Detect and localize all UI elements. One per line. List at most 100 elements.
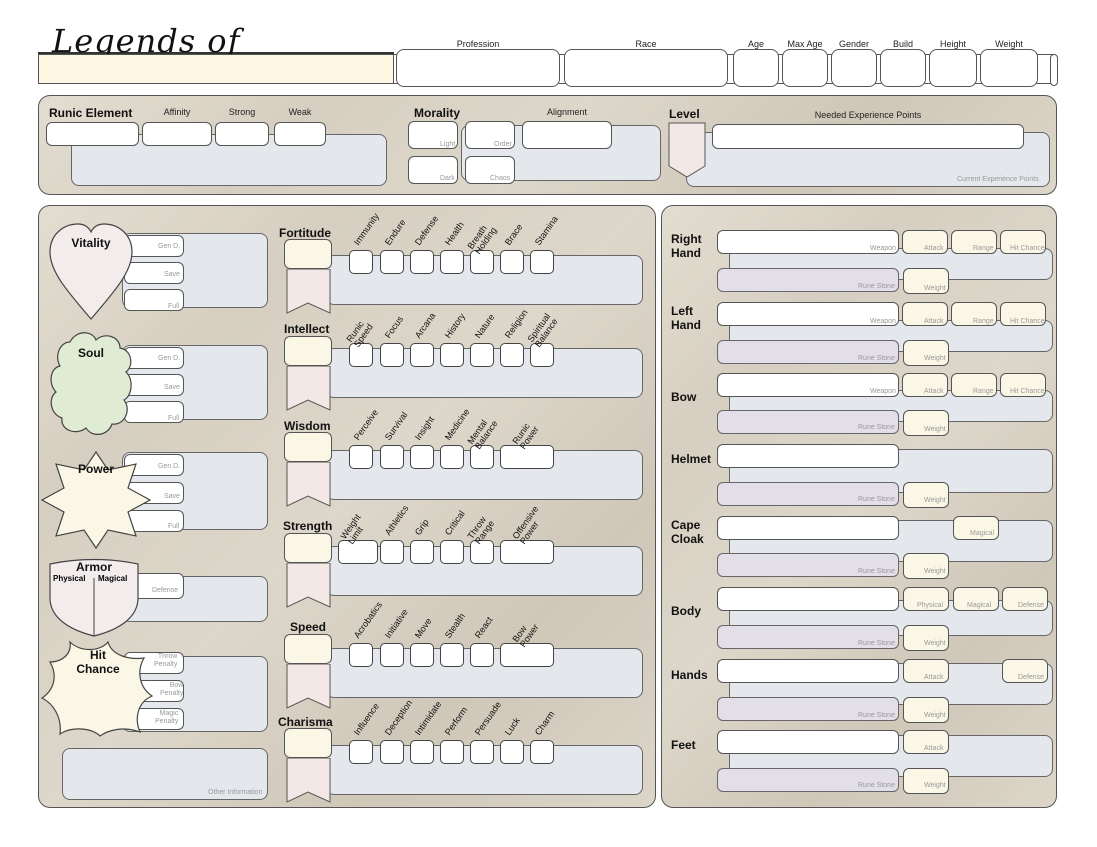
chaos-field[interactable] bbox=[465, 156, 515, 184]
survival-box[interactable] bbox=[380, 445, 404, 469]
spiritual-balance-box[interactable] bbox=[530, 343, 554, 367]
level-badge[interactable] bbox=[668, 122, 708, 178]
weight-limit-box[interactable] bbox=[338, 540, 378, 564]
speed-score-field[interactable] bbox=[284, 634, 332, 664]
grip-box[interactable] bbox=[410, 540, 434, 564]
race-field[interactable] bbox=[564, 49, 728, 87]
helmet-field[interactable] bbox=[717, 444, 899, 468]
alignment-field[interactable] bbox=[522, 121, 612, 149]
right-hand-range-field[interactable] bbox=[951, 230, 997, 254]
profession-field[interactable] bbox=[396, 49, 560, 87]
left-hand-attack-field[interactable] bbox=[902, 302, 948, 326]
right-hand-hit-chance-field[interactable] bbox=[1000, 230, 1046, 254]
weight-field[interactable] bbox=[980, 49, 1038, 87]
right-hand-weight-field[interactable] bbox=[903, 268, 949, 294]
weak-field[interactable] bbox=[274, 122, 326, 146]
bow-rune-stone-field[interactable] bbox=[717, 410, 899, 434]
perform-box[interactable] bbox=[440, 740, 464, 764]
bow-range-field[interactable] bbox=[951, 373, 997, 397]
insight-box[interactable] bbox=[410, 445, 434, 469]
left-hand-weight-field[interactable] bbox=[903, 340, 949, 366]
feet-attack-field[interactable] bbox=[903, 730, 949, 754]
dark-field[interactable] bbox=[408, 156, 458, 184]
arcana-box[interactable] bbox=[410, 343, 434, 367]
right-hand-weapon-field[interactable] bbox=[717, 230, 899, 254]
react-box[interactable] bbox=[470, 643, 494, 667]
runic-power-box[interactable] bbox=[500, 445, 554, 469]
strong-field[interactable] bbox=[215, 122, 269, 146]
feet-field[interactable] bbox=[717, 730, 899, 754]
body-defense-field[interactable] bbox=[1002, 587, 1048, 611]
runic-element-field[interactable] bbox=[46, 122, 139, 146]
body-rune-stone-field[interactable] bbox=[717, 625, 899, 649]
max-age-field[interactable] bbox=[782, 49, 828, 87]
stealth-box[interactable] bbox=[440, 643, 464, 667]
brace-box[interactable] bbox=[500, 250, 524, 274]
breath-holding-box[interactable] bbox=[470, 250, 494, 274]
charisma-score-field[interactable] bbox=[284, 728, 332, 758]
wisdom-score-field[interactable] bbox=[284, 432, 332, 462]
perceive-box[interactable] bbox=[349, 445, 373, 469]
acrobatics-box[interactable] bbox=[349, 643, 373, 667]
runic-speed-box[interactable] bbox=[349, 343, 373, 367]
order-field[interactable] bbox=[465, 121, 515, 149]
stamina-box[interactable] bbox=[530, 250, 554, 274]
cape-cloak-weight-field[interactable] bbox=[903, 553, 949, 579]
gender-field[interactable] bbox=[831, 49, 877, 87]
bow-power-box[interactable] bbox=[500, 643, 554, 667]
cape-cloak-rune-stone-field[interactable] bbox=[717, 553, 899, 577]
endure-box[interactable] bbox=[380, 250, 404, 274]
hands-rune-stone-field[interactable] bbox=[717, 697, 899, 721]
left-hand-hit-chance-field[interactable] bbox=[1000, 302, 1046, 326]
hands-field[interactable] bbox=[717, 659, 899, 683]
feet-weight-field[interactable] bbox=[903, 768, 949, 794]
medicine-box[interactable] bbox=[440, 445, 464, 469]
immunity-box[interactable] bbox=[349, 250, 373, 274]
height-field[interactable] bbox=[929, 49, 977, 87]
helmet-rune-stone-field[interactable] bbox=[717, 482, 899, 506]
hands-weight-field[interactable] bbox=[903, 697, 949, 723]
move-box[interactable] bbox=[410, 643, 434, 667]
age-field[interactable] bbox=[733, 49, 779, 87]
light-field[interactable] bbox=[408, 121, 458, 149]
critical-box[interactable] bbox=[440, 540, 464, 564]
left-hand-rune-stone-field[interactable] bbox=[717, 340, 899, 364]
mental-balance-box[interactable] bbox=[470, 445, 494, 469]
cape-cloak-field[interactable] bbox=[717, 516, 899, 540]
body-magical-field[interactable] bbox=[953, 587, 999, 611]
other-information-field[interactable] bbox=[62, 748, 268, 800]
bow-attack-field[interactable] bbox=[902, 373, 948, 397]
bow-hit-chance-field[interactable] bbox=[1000, 373, 1046, 397]
religion-box[interactable] bbox=[500, 343, 524, 367]
nature-box[interactable] bbox=[470, 343, 494, 367]
cape-cloak-magical-field[interactable] bbox=[953, 516, 999, 540]
power-gen-field[interactable] bbox=[124, 454, 184, 476]
right-hand-rune-stone-field[interactable] bbox=[717, 268, 899, 292]
feet-rune-stone-field[interactable] bbox=[717, 768, 899, 792]
vitality-full-field[interactable] bbox=[124, 289, 184, 311]
offensive-power-box[interactable] bbox=[500, 540, 554, 564]
intellect-score-field[interactable] bbox=[284, 336, 332, 366]
influence-box[interactable] bbox=[349, 740, 373, 764]
hands-attack-field[interactable] bbox=[903, 659, 949, 683]
history-box[interactable] bbox=[440, 343, 464, 367]
health-box[interactable] bbox=[440, 250, 464, 274]
build-field[interactable] bbox=[880, 49, 926, 87]
left-hand-range-field[interactable] bbox=[951, 302, 997, 326]
body-field[interactable] bbox=[717, 587, 899, 611]
deception-box[interactable] bbox=[380, 740, 404, 764]
body-physical-field[interactable] bbox=[903, 587, 949, 611]
throw-range-box[interactable] bbox=[470, 540, 494, 564]
initiative-box[interactable] bbox=[380, 643, 404, 667]
right-hand-attack-field[interactable] bbox=[902, 230, 948, 254]
persuade-box[interactable] bbox=[470, 740, 494, 764]
bow-weight-field[interactable] bbox=[903, 410, 949, 436]
focus-box[interactable] bbox=[380, 343, 404, 367]
athletics-box[interactable] bbox=[380, 540, 404, 564]
helmet-weight-field[interactable] bbox=[903, 482, 949, 508]
affinity-field[interactable] bbox=[142, 122, 212, 146]
character-name-field[interactable] bbox=[38, 54, 394, 84]
strength-score-field[interactable] bbox=[284, 533, 332, 563]
luck-box[interactable] bbox=[500, 740, 524, 764]
intimidate-box[interactable] bbox=[410, 740, 434, 764]
